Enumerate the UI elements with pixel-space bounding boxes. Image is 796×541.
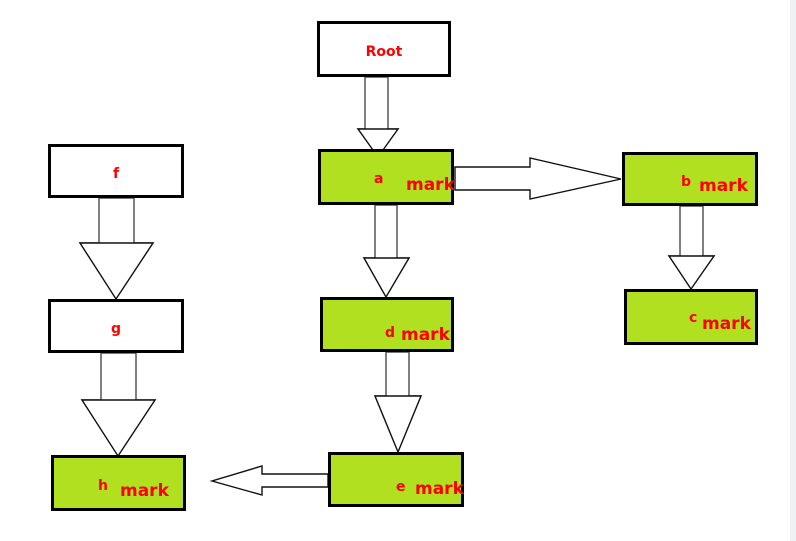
node-a-key: a — [374, 171, 384, 187]
node-c-mark: mark — [702, 314, 751, 334]
node-g-label: g — [110, 321, 122, 337]
node-h[interactable]: h mark — [51, 455, 186, 511]
node-b-key: b — [681, 174, 692, 190]
node-g[interactable]: g — [48, 299, 184, 353]
node-f-label: f — [112, 166, 120, 182]
node-d-mark: mark — [401, 325, 450, 345]
node-e-key: e — [396, 479, 406, 495]
node-d-key: d — [385, 325, 396, 341]
node-f[interactable]: f — [48, 144, 184, 198]
edge-f-g — [78, 197, 155, 300]
edge-e-h — [209, 465, 329, 496]
edge-b-c — [667, 205, 716, 290]
edge-a-b — [454, 157, 622, 200]
edge-g-h-head — [80, 399, 157, 458]
node-e-mark: mark — [415, 479, 464, 499]
node-a-mark: mark — [406, 175, 455, 195]
edge-a-d — [362, 204, 411, 298]
edge-f-g-head — [78, 242, 155, 301]
edge-a-d-head — [362, 257, 411, 299]
node-h-mark: mark — [120, 481, 169, 501]
node-d[interactable]: d mark — [320, 297, 454, 352]
node-e[interactable]: e mark — [328, 452, 464, 507]
edge-d-e — [373, 351, 423, 453]
node-root[interactable]: Root — [317, 21, 451, 77]
edge-g-h — [80, 352, 157, 457]
edge-d-e-head — [373, 395, 423, 454]
right-edge-strip — [790, 0, 796, 541]
node-c-key: c — [689, 310, 698, 326]
edge-b-c-head — [667, 255, 716, 291]
node-h-key: h — [98, 478, 108, 494]
edge-root-a — [356, 76, 400, 158]
node-b-mark: mark — [699, 176, 748, 196]
node-a[interactable]: a mark — [318, 149, 455, 205]
node-b[interactable]: b mark — [622, 152, 758, 206]
node-root-label: Root — [365, 44, 403, 60]
node-c[interactable]: c mark — [624, 289, 758, 345]
